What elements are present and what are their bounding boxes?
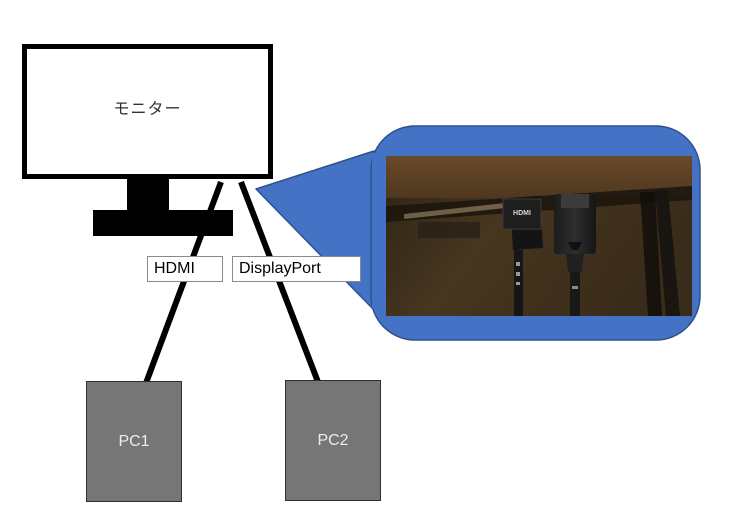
hdmi-plug-face <box>502 198 542 230</box>
pc1-label: PC1 <box>118 432 150 450</box>
monitor-stand-base <box>93 210 233 236</box>
monitor-screen: モニター <box>22 44 273 179</box>
displayport-label: DisplayPort <box>232 256 361 282</box>
hdmi-label: HDMI <box>147 256 223 282</box>
port-photo: HDMI DP <box>386 156 692 316</box>
pc2-box: PC2 <box>285 380 381 501</box>
photo-hdmi-text: HDMI <box>513 210 531 217</box>
pc1-box: PC1 <box>86 381 182 502</box>
pc2-label: PC2 <box>317 431 349 449</box>
monitor-label: モニター <box>113 100 182 118</box>
monitor-stand-neck <box>127 179 169 211</box>
displayport-cable-line <box>238 180 321 384</box>
displayport-plug <box>554 194 596 254</box>
